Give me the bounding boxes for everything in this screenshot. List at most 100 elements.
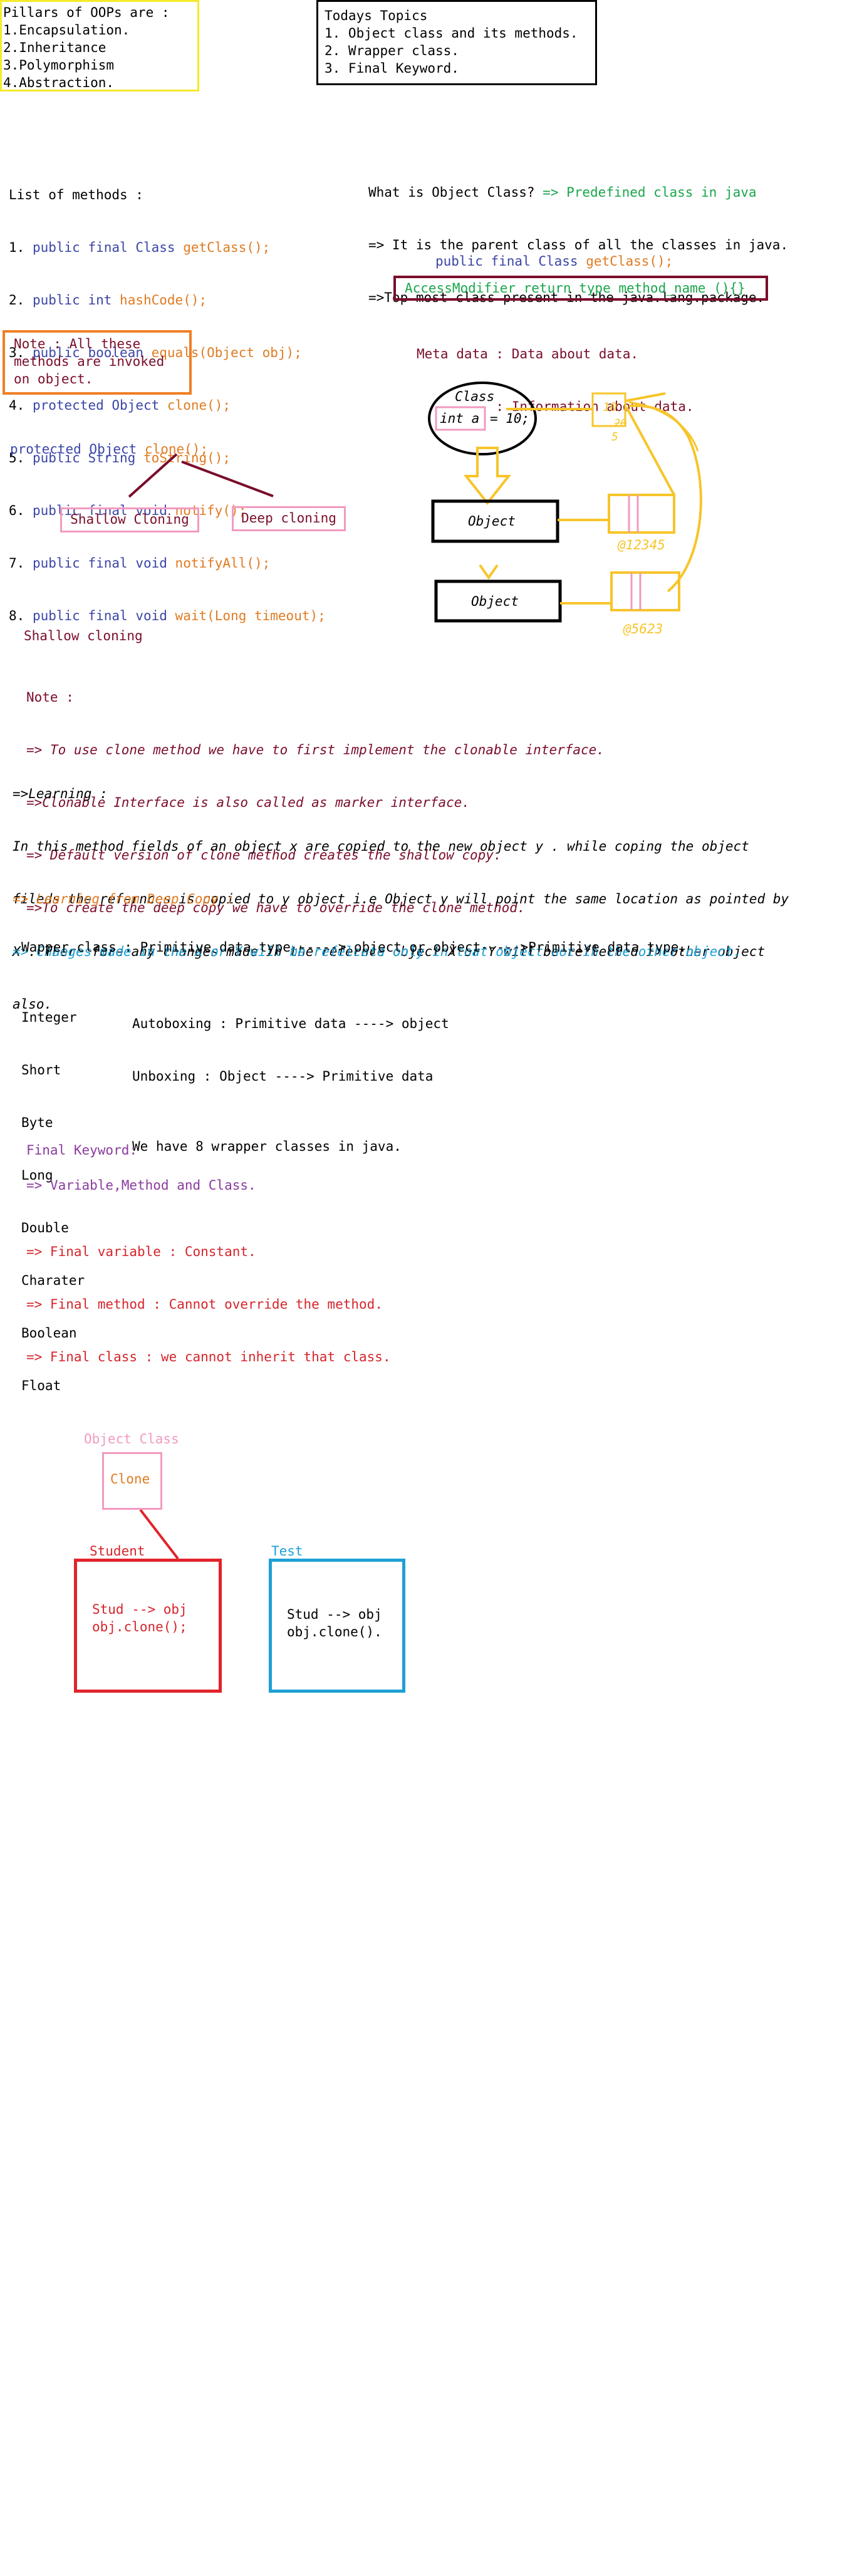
clone-label: Clone: [110, 1472, 150, 1487]
topic-item: 2. Wrapper class.: [325, 43, 459, 58]
student-line: obj.clone();: [92, 1619, 187, 1634]
shallow-note: => Default version of clone method creat…: [26, 848, 502, 863]
wrapper-type: Short: [21, 1062, 61, 1078]
method-row: 1. public final Class getClass();: [9, 240, 271, 255]
pillar-item: 2.Inheritance: [3, 40, 107, 55]
test-label: Test: [271, 1544, 303, 1559]
object-box-2: [434, 579, 562, 623]
learning-block: =>Learning : In this method fields of an…: [13, 750, 789, 1031]
methods-title: List of methods :: [9, 187, 143, 202]
note-line: Note : All these: [14, 336, 141, 351]
object-class-question: What is Object Class? => Predefined clas…: [368, 185, 757, 200]
autoboxing: Autoboxing : Primitive data ----> object: [132, 1016, 449, 1031]
topics-box: Todays Topics 1. Object class and its me…: [316, 0, 597, 85]
note-line: methods are invoked: [14, 354, 165, 369]
wrapper-type: Boolean: [21, 1326, 77, 1341]
topic-item: 3. Final Keyword.: [325, 61, 459, 76]
wrapper-type: Double: [21, 1220, 69, 1235]
pillars-title: Pillars of OOPs are :: [3, 5, 170, 20]
test-box: Stud --> obj obj.clone().: [269, 1559, 405, 1693]
deep-cloning-label: Deep cloning: [241, 511, 336, 526]
boxing-info: Autoboxing : Primitive data ----> object…: [132, 980, 449, 1173]
shallow-note: =>To create the deep copy we have to ove…: [26, 900, 526, 915]
wrapper-count: We have 8 wrapper classes in java.: [132, 1139, 402, 1154]
test-line: obj.clone().: [287, 1624, 382, 1639]
wrapper-type: Long: [21, 1168, 53, 1183]
shallow-note-title: Note :: [26, 690, 74, 705]
access-modifier-text: AccessModifier return type method_name (…: [405, 281, 746, 296]
clone-signature: protected Object clone();: [10, 442, 209, 457]
student-label: Student: [90, 1544, 145, 1559]
pointer-line-1: [625, 407, 675, 496]
test-line: Stud --> obj: [287, 1607, 382, 1622]
wrapper-type: Float: [21, 1378, 61, 1393]
method-row: 8. public final void wait(Long timeout);: [9, 608, 326, 623]
pillar-item: 1.Encapsulation.: [3, 23, 130, 38]
shallow-notes: Note : => To use clone method we have to…: [26, 653, 605, 934]
clone-box: Clone: [102, 1452, 162, 1510]
final-applies: => Variable,Method and Class.: [26, 1178, 256, 1193]
wrapper-type: Byte: [21, 1115, 53, 1130]
pillar-item: 4.Abstraction.: [3, 75, 115, 90]
shallow-heading: Shallow cloning: [24, 628, 143, 643]
shallow-note: => To use clone method we have to first …: [26, 742, 605, 757]
object-class-line: =>Top most class present in the java.lan…: [368, 290, 765, 305]
wrapper-types: Integer Short Byte Long Double Charater …: [21, 974, 85, 1412]
final-rule: => Final variable : Constant.: [26, 1244, 256, 1259]
deep-learning-title: => Learning from Deep Copy :: [13, 891, 235, 906]
deep-cloning-box: Deep cloning: [232, 506, 346, 531]
access-modifier-box: AccessModifier return type method_name (…: [393, 276, 768, 301]
final-rule: => Final method : Cannot override the me…: [26, 1297, 383, 1312]
learning-line: also.: [13, 997, 53, 1012]
value-bot: 5: [611, 430, 618, 444]
topic-item: 1. Object class and its methods.: [325, 26, 578, 41]
object-label-1: Object: [468, 514, 516, 529]
address-1: @12345: [618, 538, 665, 553]
method-row: 5. public String toString();: [9, 450, 231, 465]
getclass-signature: public final Class getClass();: [435, 254, 673, 269]
object-class-line: => It is the parent class of all the cla…: [368, 237, 789, 252]
learning-line: fileds the refernces is copied to y obje…: [13, 891, 789, 906]
method-row: 6. public final void notify();: [9, 503, 247, 518]
shallow-cloning-label: Shallow Cloning: [70, 512, 189, 527]
topics-title: Todays Topics: [325, 8, 428, 23]
unboxing: Unboxing : Object ----> Primitive data: [132, 1069, 434, 1084]
learning-line: X . There fore any changes made in the r…: [13, 944, 766, 959]
address-2: @5623: [623, 621, 663, 636]
student-line: Stud --> obj: [92, 1602, 187, 1617]
final-title: Final Keyword:: [26, 1143, 138, 1158]
wrapper-line: Wapper class : Primitive data type -----…: [21, 940, 687, 955]
note-box: Note : All these methods are invoked on …: [3, 330, 192, 395]
object-class-explanation: What is Object Class? => Predefined clas…: [368, 148, 788, 324]
down-arrow-1: [463, 447, 512, 506]
wrapper-type: Integer: [21, 1010, 77, 1025]
shallow-note: =>Clonable Interface is also called as m…: [26, 795, 470, 810]
method-row: 3. public boolean equals(Object obj);: [9, 345, 302, 360]
value-mid: 20: [614, 417, 627, 430]
branch-line-shallow: [128, 453, 178, 498]
method-row: 4. protected Object clone();: [9, 398, 231, 413]
field-label: int a: [440, 411, 480, 426]
learning-line: In this method fields of an object x are…: [13, 839, 749, 854]
class-ellipse: [428, 382, 537, 455]
final-rule: => Final class : we cannot inherit that …: [26, 1349, 391, 1364]
deep-learning-block: => Learning from Deep Copy : => Changes …: [13, 855, 741, 978]
value-top: 10: [603, 400, 617, 414]
student-box: Stud --> obj obj.clone();: [74, 1559, 222, 1693]
field-box: [435, 406, 486, 431]
class-label: Class: [455, 389, 495, 404]
deep-learning-line: => Changes made in the X or Y will be re…: [13, 944, 742, 959]
final-rules: => Final variable : Constant. => Final m…: [26, 1208, 391, 1383]
learning-title: =>Learning :: [13, 786, 108, 801]
method-row: 7. public final void notifyAll();: [9, 556, 271, 571]
clone-connector: [139, 1509, 179, 1560]
method-row: 2. public int hashCode();: [9, 293, 207, 308]
field-value: = 10;: [490, 411, 530, 426]
memory-box-2: [610, 571, 680, 611]
down-arrow-2: [479, 564, 499, 580]
memory-box-1: [608, 494, 675, 534]
pillars-box: Pillars of OOPs are : 1.Encapsulation. 2…: [0, 0, 199, 91]
note-line: on object.: [14, 371, 93, 387]
object-class-label: Object Class: [84, 1431, 179, 1446]
